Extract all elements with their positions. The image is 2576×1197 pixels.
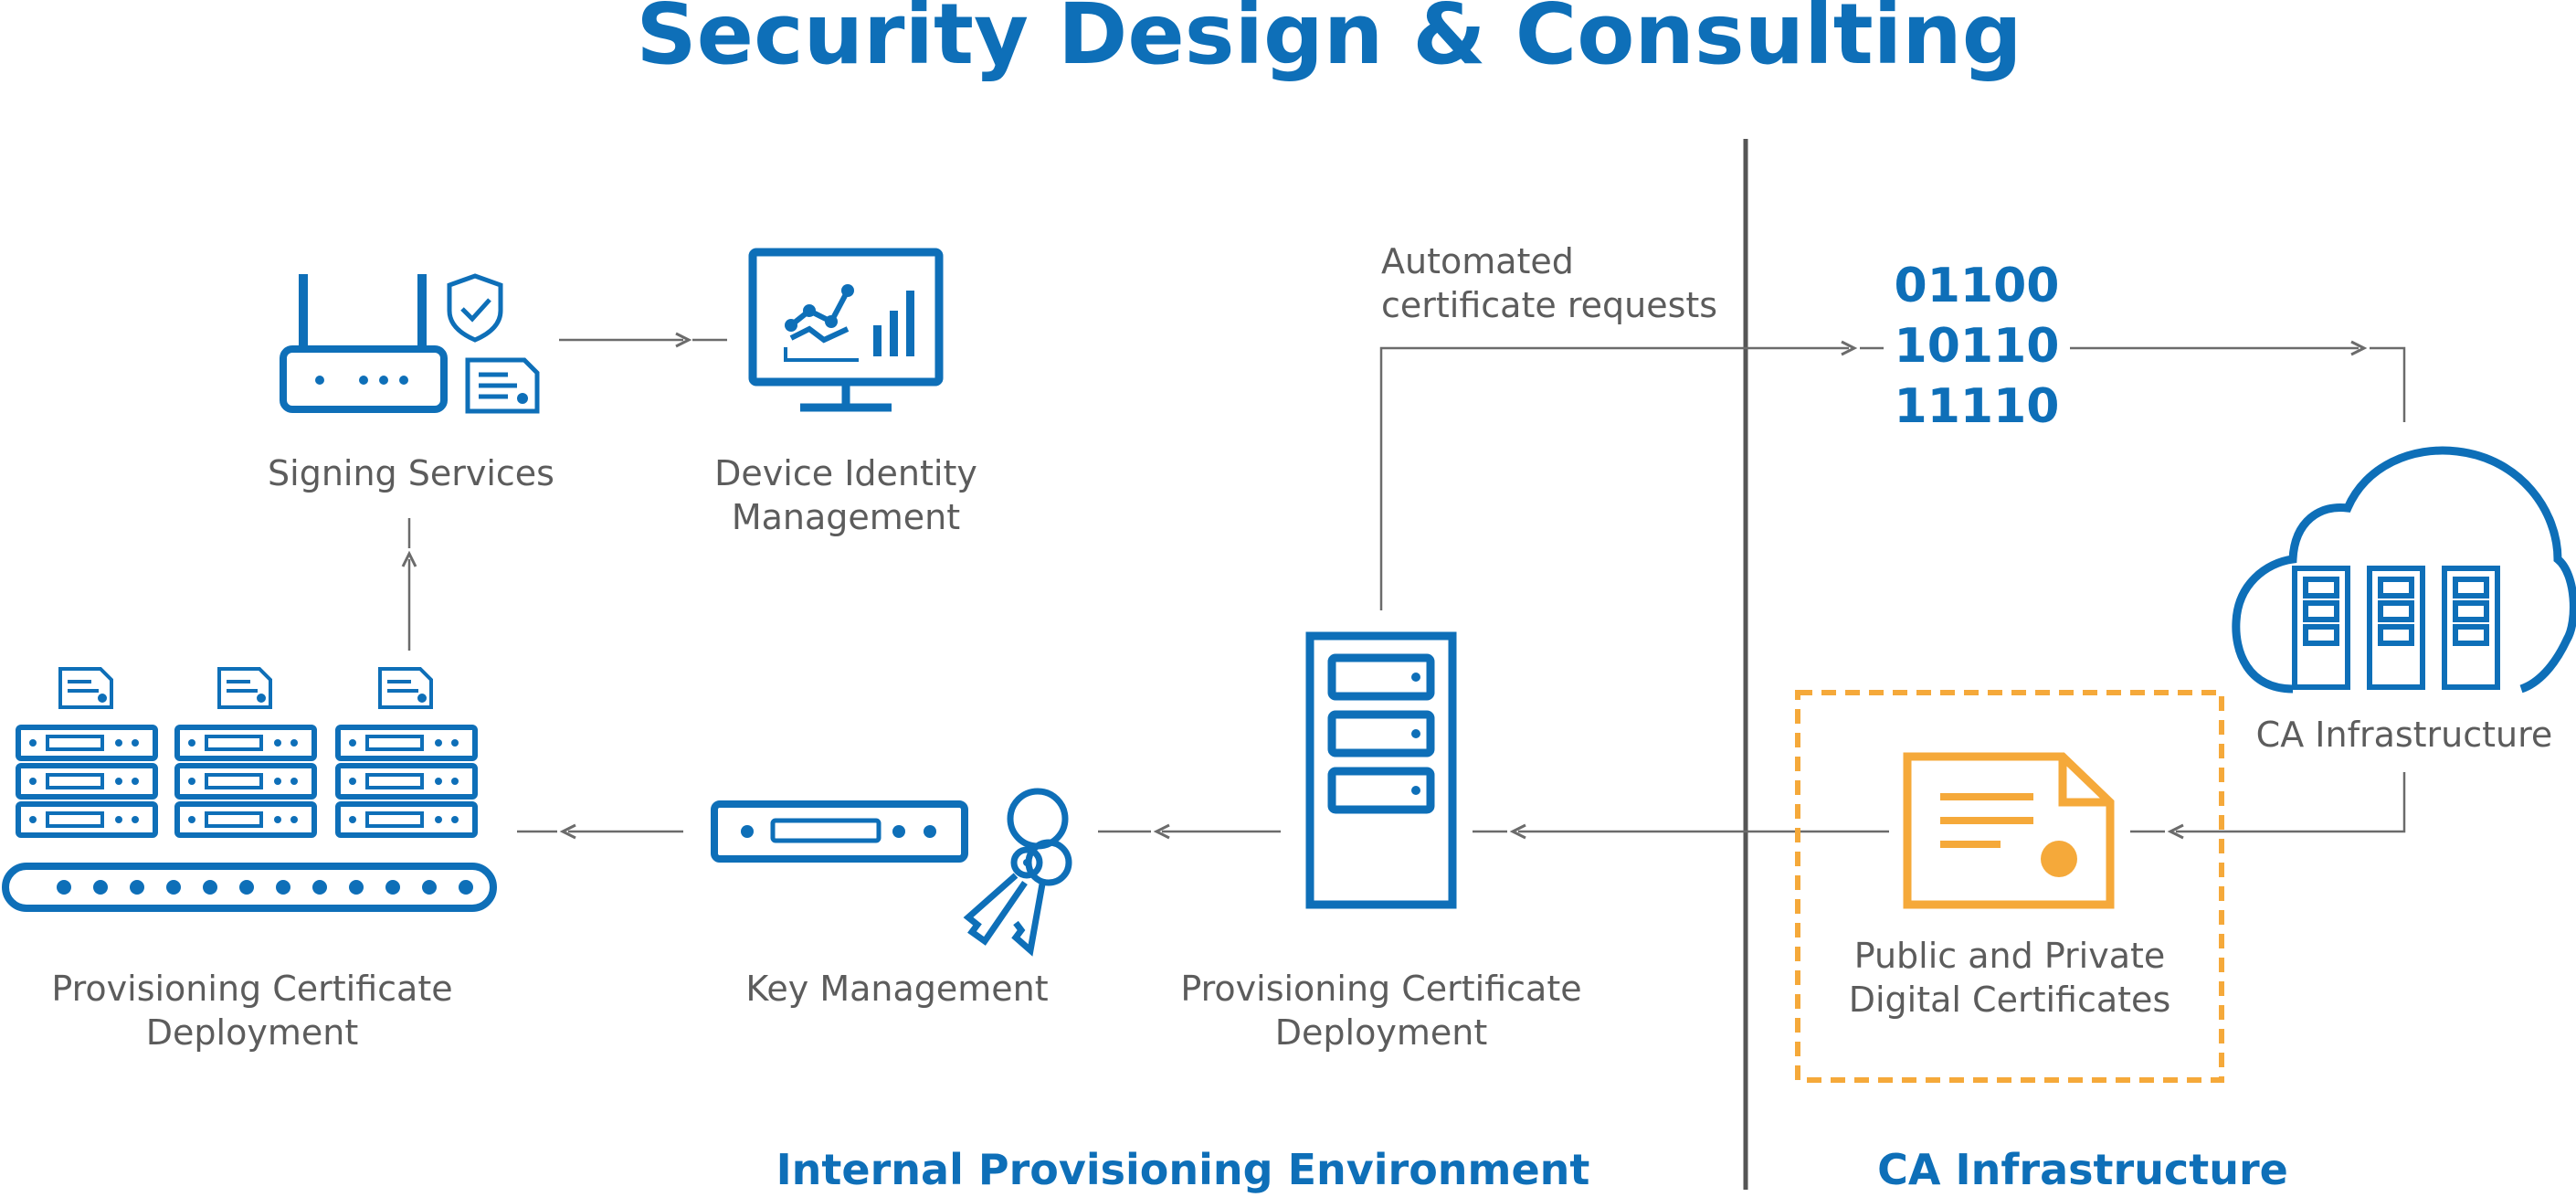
shield-check-icon (447, 273, 503, 343)
label-ca-infrastructure-cloud: CA Infrastructure (2255, 715, 2553, 755)
cloud-servers-icon (2232, 446, 2576, 694)
label-device-identity: Device Identity Management (714, 453, 977, 537)
label-signing-services: Signing Services (268, 453, 554, 493)
section-internal-provisioning: Internal Provisioning Environment (776, 1145, 1590, 1194)
connector-automated-requests (1379, 340, 1884, 610)
certificate-dashed-frame (1795, 690, 2224, 1083)
label-provisioning-cert-left: Provisioning Certificate Deployment (51, 969, 453, 1053)
monitor-chart-icon (748, 248, 944, 412)
connector-cloud-to-certificate (2130, 772, 2406, 840)
label-key-management: Key Management (745, 969, 1049, 1009)
document-icon (465, 357, 540, 414)
server-tower-icon (1305, 631, 1457, 909)
keys-icon (963, 788, 1072, 957)
binary-data: 01100 10110 11110 (1894, 259, 2060, 434)
label-automated-requests: Automated certificate requests (1381, 241, 1718, 325)
rack-server-icon (711, 800, 968, 863)
label-public-private-certificates: Public and Private Digital Certificates (1848, 936, 2171, 1020)
label-provisioning-cert-center: Provisioning Certificate Deployment (1180, 969, 1582, 1053)
page-title: Security Design & Consulting (636, 0, 2022, 83)
section-ca-infrastructure: CA Infrastructure (1877, 1145, 2288, 1194)
server-conveyor-icon (2, 667, 497, 912)
certificate-icon (1903, 752, 2115, 909)
connector-binary-to-cloud (2070, 340, 2406, 422)
router-icon (280, 274, 448, 413)
